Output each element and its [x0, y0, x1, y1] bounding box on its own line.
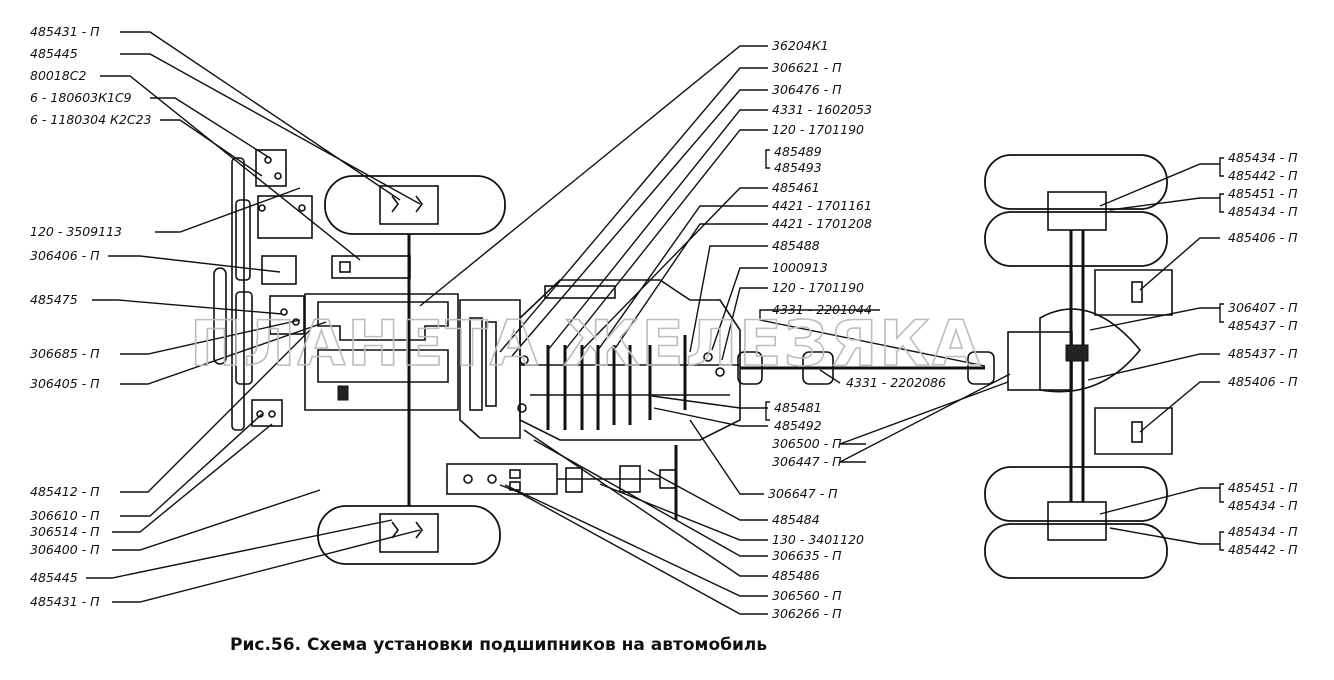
- label-36204k1: 36204К1: [772, 38, 829, 53]
- label-485445-bottom: 485445: [30, 570, 78, 585]
- label-4421-1701208: 4421 - 1701208: [772, 216, 872, 231]
- label-485431-p-top: 485431 - П: [30, 24, 100, 39]
- label-485451-p-1: 485451 - П: [1228, 186, 1298, 201]
- label-4331-1602053: 4331 - 1602053: [772, 102, 872, 117]
- label-6-180603k1c9: 6 - 180603К1С9: [30, 90, 132, 105]
- brake-drum-upper: [1094, 269, 1173, 316]
- label-485434-p-2: 485434 - П: [1228, 204, 1298, 219]
- label-80018c2: 80018С2: [30, 68, 86, 83]
- label-4331-2202086: 4331 - 2202086: [846, 375, 946, 390]
- label-120-3509113: 120 - 3509113: [30, 224, 122, 239]
- front-hub-upper: [379, 185, 439, 225]
- rear-differential: [1039, 308, 1142, 393]
- label-130-3401120: 130 - 3401120: [772, 532, 864, 547]
- clutch-housing: [459, 299, 521, 439]
- rear-wheel-3: [984, 466, 1168, 522]
- label-485434-p-3: 485434 - П: [1228, 498, 1298, 513]
- label-306685-p: 306685 - П: [30, 346, 100, 361]
- label-485486: 485486: [772, 568, 820, 583]
- figure-caption: Рис.56. Схема установки подшипников на а…: [230, 635, 767, 655]
- label-485437-p-2: 485437 - П: [1228, 346, 1298, 361]
- u-joint-rear: [967, 351, 995, 385]
- rear-hub-lower: [1047, 501, 1107, 541]
- watermark: ПЛАНЕТА ЖЕЛЕЗЯКА: [190, 307, 982, 380]
- label-306514-p: 306514 - П: [30, 524, 100, 539]
- label-485445-top: 485445: [30, 46, 78, 61]
- label-4421-1701161: 4421 - 1701161: [772, 198, 872, 213]
- label-485475: 485475: [30, 292, 78, 307]
- label-306476-p: 306476 - П: [772, 82, 842, 97]
- u-joint-middle: [802, 351, 834, 385]
- u-joint-front: [737, 351, 763, 385]
- gear-shafts: [546, 335, 687, 430]
- rear-wheel-1: [984, 154, 1168, 210]
- front-wheel-upper: [324, 175, 506, 235]
- label-306647-p: 306647 - П: [768, 486, 838, 501]
- label-306266-p: 306266 - П: [772, 606, 842, 621]
- label-485437-p-1: 485437 - П: [1228, 318, 1298, 333]
- label-485484: 485484: [772, 512, 820, 527]
- belt-pulleys: [213, 149, 313, 431]
- label-485442-p-1: 485442 - П: [1228, 168, 1298, 183]
- aux-unit: [331, 255, 411, 279]
- label-6-1180304k2c23: 6 - 1180304 К2С23: [30, 112, 152, 127]
- label-485431-p-bottom: 485431 - П: [30, 594, 100, 609]
- rear-wheel-2: [984, 211, 1168, 267]
- transmission-assembly: [446, 279, 995, 520]
- front-axle-assembly: [213, 149, 506, 565]
- label-306407-p: 306407 - П: [1228, 300, 1298, 315]
- rear-wheel-4: [984, 523, 1168, 579]
- transfer-cover: [544, 285, 616, 299]
- label-306635-p: 306635 - П: [772, 548, 842, 563]
- label-485481: 485481: [774, 400, 822, 415]
- rear-axle-assembly: [984, 154, 1173, 579]
- part-labels: 485431 - П 485445 80018С2 6 - 180603К1С9…: [30, 24, 1298, 621]
- label-306560-p: 306560 - П: [772, 588, 842, 603]
- label-485451-p-2: 485451 - П: [1228, 480, 1298, 495]
- leader-lines: [86, 31, 1224, 615]
- label-306406-p: 306406 - П: [30, 248, 100, 263]
- label-485406-p-1: 485406 - П: [1228, 230, 1298, 245]
- label-306500-p: 306500 - П: [772, 436, 842, 451]
- label-306400-p: 306400 - П: [30, 542, 100, 557]
- label-485412-p: 485412 - П: [30, 484, 100, 499]
- label-485434-p-1: 485434 - П: [1228, 150, 1298, 165]
- label-485493: 485493: [774, 160, 822, 175]
- engine-block: [304, 293, 459, 411]
- label-485492: 485492: [774, 418, 822, 433]
- brake-drum-lower: [1094, 407, 1173, 455]
- label-4331-2201044: 4331 - 2201044: [772, 302, 872, 317]
- label-485461: 485461: [772, 180, 820, 195]
- rear-hub-upper: [1047, 191, 1107, 231]
- label-306621-p: 306621 - П: [772, 60, 842, 75]
- label-485489: 485489: [774, 144, 822, 159]
- label-1000913: 1000913: [772, 260, 828, 275]
- label-485442-p-2: 485442 - П: [1228, 542, 1298, 557]
- label-120-1701190-b: 120 - 1701190: [772, 280, 864, 295]
- label-306405-p: 306405 - П: [30, 376, 100, 391]
- gearbox-housing: [519, 279, 741, 441]
- label-306610-p: 306610 - П: [30, 508, 100, 523]
- label-306447-p: 306447 - П: [772, 454, 842, 469]
- label-485488: 485488: [772, 238, 820, 253]
- label-485434-p-4: 485434 - П: [1228, 524, 1298, 539]
- front-hub-lower: [379, 513, 439, 553]
- label-485406-p-2: 485406 - П: [1228, 374, 1298, 389]
- label-120-1701190-a: 120 - 1701190: [772, 122, 864, 137]
